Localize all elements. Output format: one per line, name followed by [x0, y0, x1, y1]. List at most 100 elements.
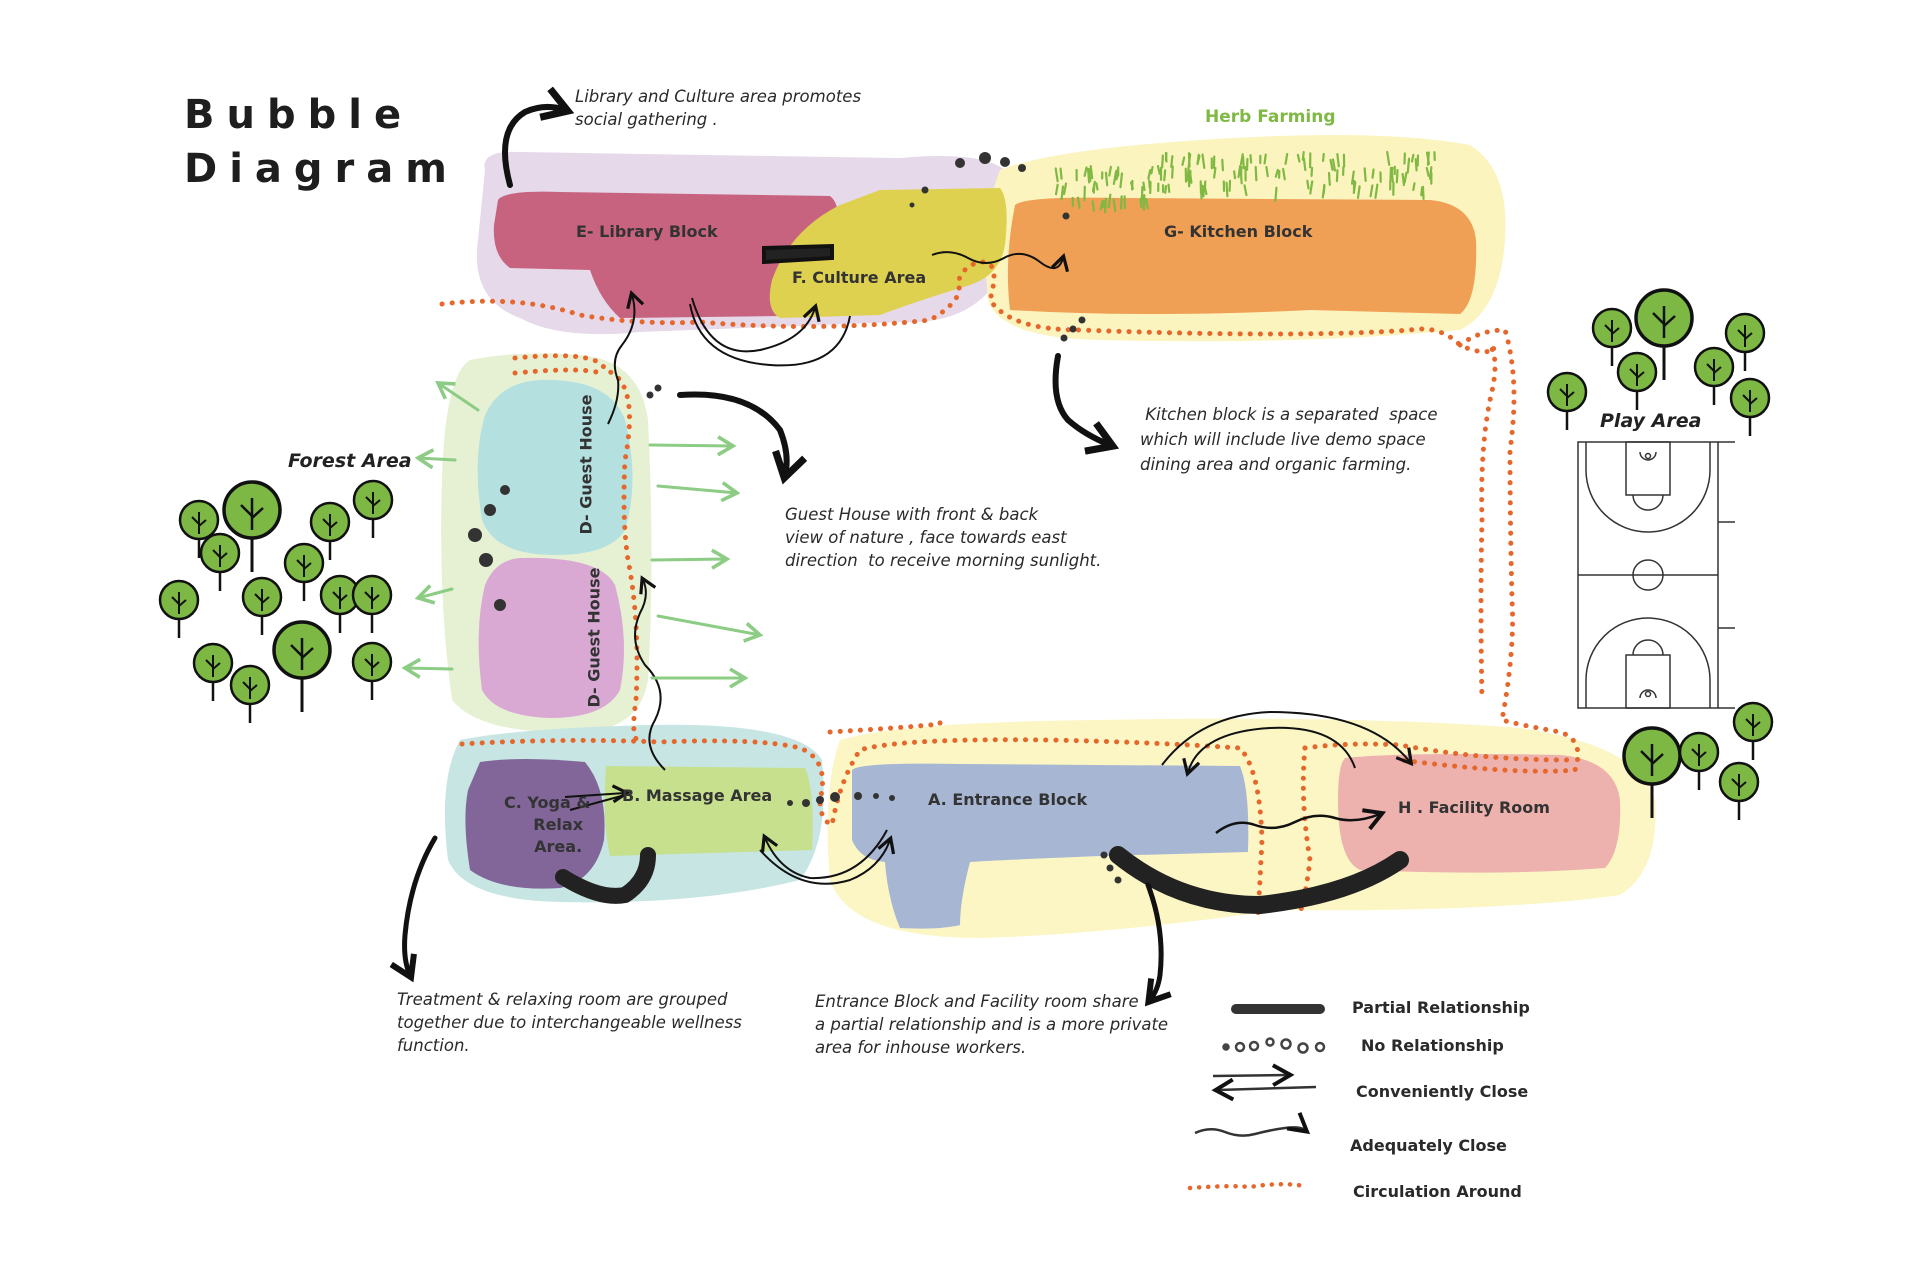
herb-stroke: [1323, 186, 1324, 198]
annotation-guest-house: Guest House with front & back view of na…: [785, 503, 1101, 572]
herb-stroke: [1412, 155, 1413, 162]
herb-stroke: [1198, 155, 1199, 163]
legend-label-conveniently-close: Conveniently Close: [1356, 1082, 1528, 1101]
court-key-top: [1626, 442, 1670, 495]
herb-stroke: [1061, 169, 1062, 179]
legend-dot: [1250, 1042, 1258, 1050]
annotation-wellness-line: together due to interchangeable wellness: [397, 1013, 742, 1032]
tree-icon: [353, 576, 391, 633]
legend-dot: [1282, 1040, 1291, 1049]
annotation-guest-house-line: view of nature , face towards east: [785, 528, 1067, 547]
tree-icon: [243, 578, 281, 635]
basketball-court: [1578, 442, 1735, 708]
annotation-library-line: social gathering .: [575, 110, 718, 129]
legend-dot: [1267, 1039, 1274, 1046]
herb-stroke: [1143, 183, 1144, 190]
herb-stroke: [1121, 196, 1122, 208]
legend-dot: [1316, 1043, 1324, 1051]
herb-stroke: [1162, 156, 1163, 168]
herb-stroke: [1093, 201, 1094, 210]
no-relationship-dot: [1101, 852, 1108, 859]
herb-stroke: [1298, 155, 1300, 162]
herb-stroke: [1105, 199, 1106, 213]
zone-label-yoga: C. Yoga & Relax Area.: [504, 792, 590, 858]
tree-icon: [353, 643, 391, 700]
no-relationship-dot: [910, 203, 915, 208]
zone-label-guest-house-1: D- Guest House: [577, 394, 596, 534]
annotation-kitchen-line: Kitchen block is a separated space: [1140, 405, 1438, 424]
annotation-entrance-line: Entrance Block and Facility room share: [815, 992, 1139, 1011]
herb-stroke: [1337, 154, 1338, 166]
diagram-title-line-1: Bubble: [184, 92, 413, 138]
view-arrow: [650, 445, 733, 446]
zone-label-facility: H . Facility Room: [1398, 798, 1550, 817]
legend-dot: [1224, 1045, 1229, 1050]
court-hoop-bottom: [1646, 692, 1651, 697]
no-relationship-dot: [1079, 317, 1086, 324]
herb-stroke: [1149, 181, 1150, 188]
zone-label-yoga-line: C. Yoga &: [504, 792, 590, 814]
area-label-forest: Forest Area: [288, 450, 412, 472]
annotation-arrow-guest: [680, 394, 787, 475]
annotation-kitchen: Kitchen block is a separated space which…: [1140, 402, 1438, 477]
legend-symbol-no-relationship: [1224, 1039, 1325, 1053]
herb-stroke: [1114, 200, 1115, 211]
no-relationship-dot: [1115, 877, 1122, 884]
no-relationship-dot: [816, 796, 824, 804]
no-relationship-dot: [647, 392, 654, 399]
legend-label-adequately-close: Adequately Close: [1350, 1136, 1507, 1155]
no-relationship-dot: [889, 795, 895, 801]
herb-stroke: [1189, 171, 1190, 184]
herb-stroke: [1243, 157, 1244, 169]
herb-stroke: [1227, 183, 1228, 196]
legend-label-circulation-around: Circulation Around: [1353, 1182, 1522, 1201]
herb-stroke: [1120, 174, 1122, 188]
herb-stroke: [1365, 168, 1366, 180]
herb-stroke: [1329, 173, 1330, 185]
no-relationship-dot: [802, 799, 810, 807]
legend-symbol-adequately-close: [1195, 1127, 1305, 1135]
herb-stroke: [1413, 183, 1414, 190]
zone-label-massage: B. Massage Area: [622, 786, 772, 805]
annotation-kitchen-line: dining area and organic farming.: [1140, 455, 1411, 474]
herb-stroke: [1275, 188, 1276, 201]
herb-stroke: [1423, 187, 1424, 199]
herb-stroke: [1312, 168, 1313, 176]
herb-stroke: [1323, 154, 1324, 161]
zone-label-library: E- Library Block: [576, 222, 718, 241]
tree-icon: [1731, 379, 1769, 436]
zone-label-yoga-line: Area.: [504, 836, 590, 858]
tree-icon: [231, 666, 269, 723]
no-relationship-dot: [955, 158, 965, 168]
court-key-bottom: [1626, 655, 1670, 708]
herb-stroke: [1214, 168, 1215, 178]
annotation-guest-house-line: direction to receive morning sunlight.: [785, 551, 1101, 570]
legend-symbol-conveniently-close: [1213, 1075, 1316, 1090]
herb-stroke: [1304, 158, 1305, 170]
herb-stroke: [1172, 167, 1173, 178]
zone-label-yoga-line: Relax: [504, 814, 590, 836]
tree-icon: [1548, 373, 1586, 430]
no-relationship-dot: [494, 599, 506, 611]
herb-stroke: [1062, 187, 1063, 200]
view-arrow: [658, 486, 737, 493]
legend-dot: [1236, 1043, 1244, 1051]
herb-stroke: [1140, 200, 1141, 208]
annotation-arrow-kitchen: [1056, 356, 1110, 445]
annotation-wellness: Treatment & relaxing room are grouped to…: [397, 988, 742, 1057]
no-relationship-dot: [873, 793, 879, 799]
legend-dot: [1299, 1044, 1308, 1053]
annotation-wellness-line: function.: [397, 1036, 470, 1055]
diagram-title-line-2: Diagram: [184, 146, 459, 192]
tree-icon: [1618, 353, 1656, 410]
herb-stroke: [1166, 153, 1167, 161]
herb-stroke: [1109, 167, 1111, 176]
herb-stroke: [1106, 173, 1107, 185]
herb-stroke: [1430, 167, 1431, 178]
zone-label-kitchen: G- Kitchen Block: [1164, 222, 1312, 241]
no-relationship-dot: [854, 792, 862, 800]
no-relationship-dot: [484, 504, 496, 516]
annotation-kitchen-line: which will include live demo space: [1140, 430, 1426, 449]
herb-stroke: [1421, 187, 1422, 195]
